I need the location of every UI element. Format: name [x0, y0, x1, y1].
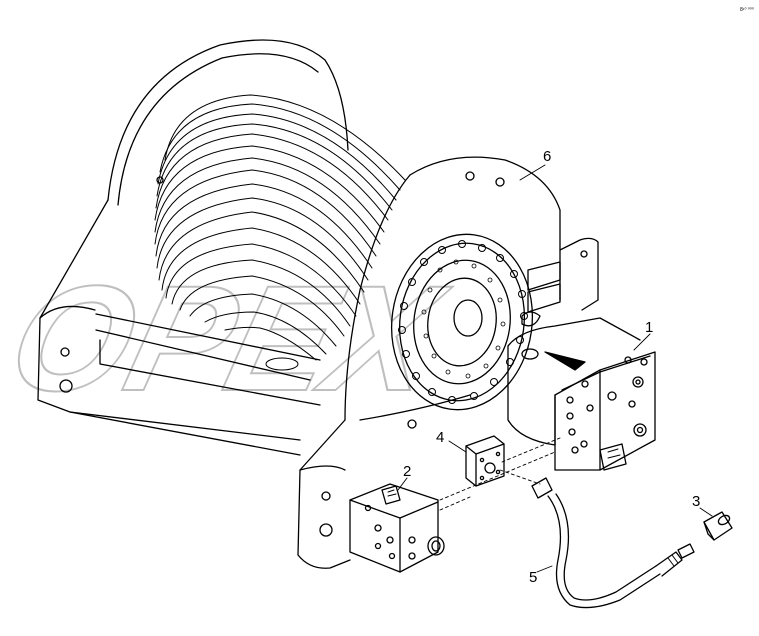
- motor-brackets: [521, 237, 599, 327]
- watermark-text: OPEX: [0, 255, 461, 422]
- left-side-frame: [37, 199, 321, 456]
- drum-rope-wraps: [154, 94, 406, 371]
- leader-line-3: [699, 507, 713, 517]
- leader-lines: [397, 164, 713, 573]
- adapter-fitting: [703, 511, 733, 541]
- leader-line-4: [448, 440, 467, 453]
- mount-hole: [319, 523, 333, 537]
- callout-6: 6: [543, 148, 551, 165]
- mount-hole: [60, 347, 70, 357]
- flange-hole: [465, 171, 475, 181]
- flange-hole: [495, 177, 505, 187]
- mount-hole: [407, 419, 417, 429]
- hydraulic-hose: [531, 477, 695, 609]
- callout-2: 2: [403, 463, 411, 480]
- corner-mark: 8¹⁰ ⁰⁰⁰: [740, 7, 754, 13]
- drum-front-flange: [297, 156, 561, 569]
- flange-plate: [465, 435, 505, 487]
- callout-1: 1: [645, 319, 653, 336]
- callout-labels: 6 1 4 2 3 5: [403, 148, 700, 586]
- hydraulic-motor: [507, 317, 656, 471]
- callout-5: 5: [529, 569, 537, 586]
- callout-3: 3: [692, 493, 700, 510]
- leader-line-5: [536, 565, 553, 573]
- drum-rear-flange: [107, 39, 349, 206]
- leader-line-2: [397, 477, 408, 491]
- valve-block: [349, 483, 445, 573]
- ring-bolt-holes: [398, 240, 528, 404]
- mount-hole: [59, 379, 73, 393]
- watermark: OPEX: [0, 254, 462, 423]
- leader-line-1: [633, 333, 651, 351]
- assembly-guide-lines: [439, 437, 561, 511]
- leader-line-6: [519, 164, 546, 181]
- mount-hole: [321, 491, 331, 501]
- callout-4: 4: [436, 429, 444, 446]
- drive-ring: [390, 233, 534, 411]
